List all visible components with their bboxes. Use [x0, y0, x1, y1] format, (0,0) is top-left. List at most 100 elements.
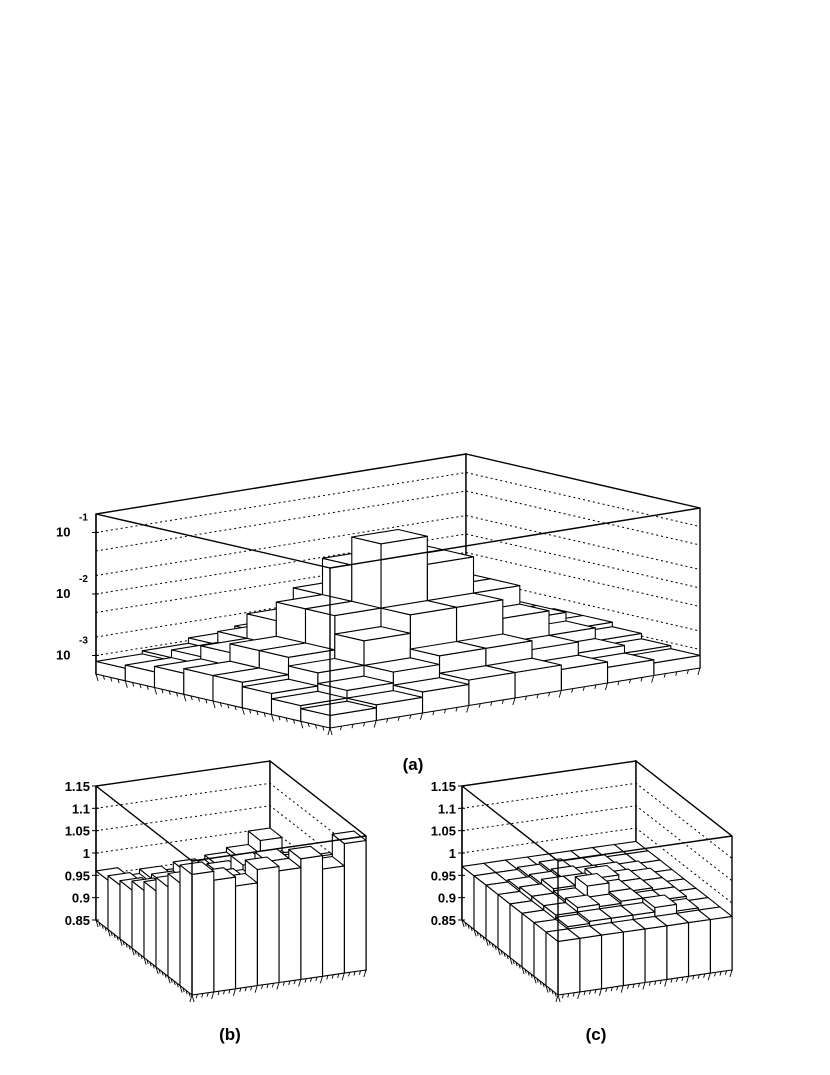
y-tick-26 [479, 933, 482, 939]
x-tick-31 [686, 669, 689, 675]
x-tick-7 [409, 714, 412, 720]
z-tick-exponent-2: -3 [79, 635, 88, 646]
y-tick-26 [113, 933, 116, 939]
y-tick-0 [329, 727, 333, 736]
z-tick-label-2: 1.05 [65, 824, 90, 839]
bar-face-front [256, 865, 280, 987]
bar-face-top [244, 856, 280, 871]
y-tick-0 [557, 994, 561, 1003]
bar-face-left [497, 893, 511, 959]
bar-0-0 [545, 928, 581, 996]
bar-face-front [557, 937, 581, 996]
x-tick-17 [282, 981, 285, 986]
y-tick-15 [512, 959, 515, 964]
x-tick-29 [663, 673, 666, 678]
y-tick-23 [122, 940, 125, 946]
y-tick-13 [152, 964, 155, 969]
x-tick-0 [189, 994, 193, 1003]
y-tick-11 [524, 969, 527, 974]
bar-face-left [155, 876, 169, 977]
x-tick-5 [583, 990, 586, 996]
x-tick-2 [201, 993, 204, 998]
bar-face-top [642, 894, 678, 909]
y-tick-32 [461, 919, 465, 928]
x-tick-21 [304, 978, 307, 983]
x-tick-2 [567, 993, 570, 998]
y-tick-25 [146, 685, 149, 690]
x-tick-22 [582, 686, 585, 691]
x-tick-31 [724, 970, 727, 975]
x-tick-0 [555, 994, 559, 1003]
bar-face-front [278, 867, 302, 984]
z-tick-label-1: 10 [56, 586, 70, 601]
x-tick-30 [353, 971, 356, 976]
x-tick-23 [594, 684, 597, 690]
bar-face-top [317, 675, 394, 691]
bar-face-top [304, 600, 382, 617]
x-tick-6 [397, 716, 400, 721]
bar-face-top [608, 888, 644, 902]
y-tick-29 [117, 678, 120, 684]
y-tick-9 [164, 973, 167, 979]
bar-face-top [270, 690, 348, 707]
y-tick-12 [241, 707, 245, 715]
y-tick-20 [497, 947, 501, 956]
y-tick-29 [470, 926, 473, 932]
z-tick-exponent-1: -2 [79, 574, 88, 585]
x-tick-4 [577, 991, 581, 1000]
panel-label: (c) [586, 1025, 607, 1044]
bar-face-front [666, 922, 690, 980]
x-tick-29 [714, 972, 717, 977]
x-tick-21 [571, 688, 574, 693]
bar-face-left [95, 870, 109, 930]
y-tick-12 [155, 966, 159, 975]
bar-face-top [555, 913, 591, 928]
x-tick-9 [605, 987, 608, 993]
bar-face-top [258, 642, 336, 658]
x-tick-8 [598, 988, 602, 996]
z-tick-label-6: 0.85 [65, 913, 90, 928]
bar-face-left [179, 864, 193, 996]
y-tick-10 [527, 971, 530, 976]
y-tick-2 [314, 724, 318, 729]
z-tick-label-0: 1.15 [431, 779, 456, 794]
y-tick-22 [491, 943, 494, 948]
x-tick-14 [490, 701, 493, 706]
x-tick-26 [331, 974, 334, 979]
y-tick-18 [197, 697, 201, 702]
x-tick-21 [670, 978, 673, 983]
y-tick-1 [322, 726, 325, 731]
y-tick-27 [110, 931, 113, 936]
bar-face-top [545, 928, 581, 942]
y-tick-30 [110, 677, 113, 682]
x-tick-28 [707, 972, 711, 981]
y-tick-6 [539, 980, 542, 986]
x-tick-23 [681, 976, 684, 982]
x-tick-11 [250, 986, 253, 991]
bar-face-front [321, 865, 345, 977]
y-tick-3 [307, 722, 310, 728]
bar-0-0 [300, 700, 377, 729]
bar-face-top [363, 657, 441, 673]
bar-face-top [212, 667, 290, 683]
bar-face-top [346, 690, 424, 706]
y-tick-18 [503, 952, 506, 957]
x-tick-10 [610, 987, 613, 992]
x-tick-13 [627, 984, 630, 989]
x-tick-0 [327, 727, 331, 736]
x-tick-10 [244, 987, 247, 992]
y-tick-7 [170, 978, 173, 983]
bar-face-front [234, 882, 258, 990]
y-tick-10 [161, 971, 164, 976]
y-tick-32 [95, 673, 99, 682]
x-tick-16 [512, 697, 516, 706]
x-tick-13 [478, 703, 481, 708]
bar-face-left [143, 881, 157, 968]
y-tick-21 [128, 945, 131, 950]
y-tick-21 [494, 945, 497, 950]
x-tick-28 [651, 675, 655, 683]
frame-top-left-edge [461, 785, 559, 862]
x-tick-10 [443, 709, 447, 714]
y-tick-10 [256, 710, 259, 716]
